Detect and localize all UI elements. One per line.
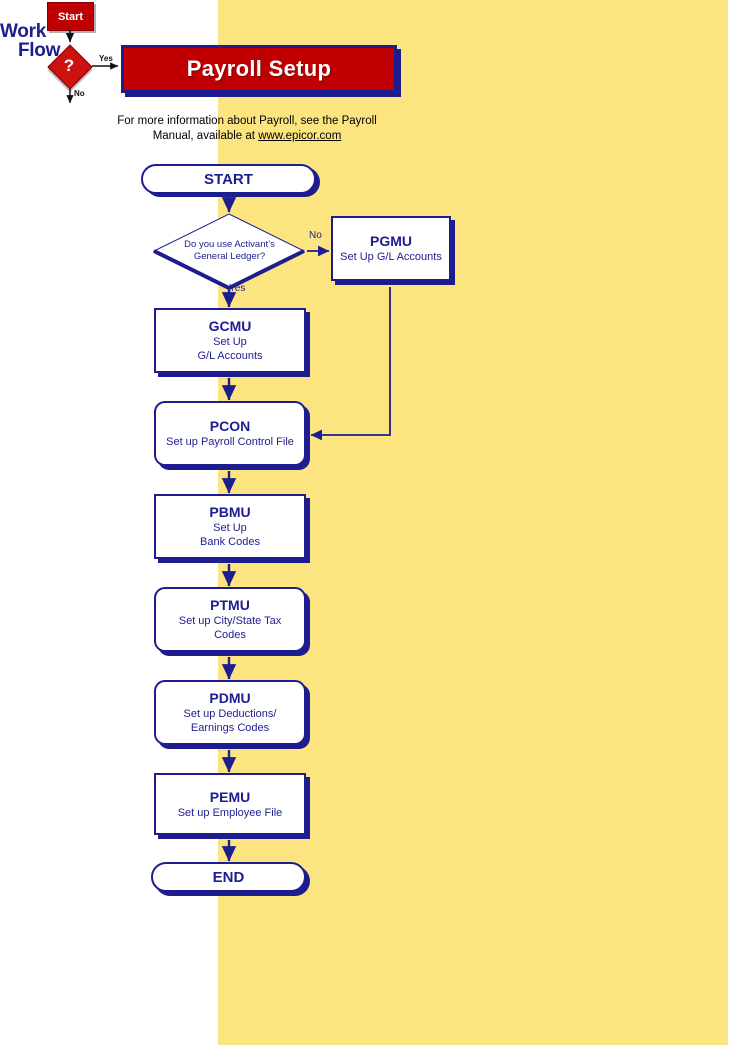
logo-yes-label: Yes — [99, 54, 113, 63]
decision-yes-label: Yes — [229, 283, 246, 294]
workflow-logo-line2: Flow — [18, 40, 61, 61]
workflow-logo-line1: Work — [0, 21, 46, 42]
node-pdmu-desc-0: Set up Deductions/ — [183, 708, 277, 720]
info-note-line2-prefix: Manual, available at — [152, 130, 259, 142]
flow-start-label: START — [204, 170, 253, 188]
node-pbmu-code: PBMU — [209, 504, 251, 520]
flow-start-terminator: START — [141, 164, 316, 194]
logo-no-label: No — [74, 89, 85, 98]
node-pgmu-code: PGMU — [370, 233, 412, 249]
node-pbmu: PBMU Set Up Bank Codes — [154, 494, 306, 559]
node-pgmu: PGMU Set Up G/L Accounts — [331, 216, 451, 281]
node-pemu-desc-0: Set up Employee File — [177, 806, 283, 819]
info-note-line1: For more information about Payroll, see … — [117, 115, 377, 127]
node-gcmu-desc-1: G/L Accounts — [197, 350, 263, 362]
flow-end-label: END — [212, 868, 245, 886]
node-gcmu: GCMU Set Up G/L Accounts — [154, 308, 306, 373]
epicor-link[interactable]: www.epicor.com — [258, 130, 342, 142]
node-pbmu-desc-1: Bank Codes — [200, 536, 260, 548]
node-pdmu-desc-1: Earnings Codes — [190, 722, 270, 734]
node-pemu-code: PEMU — [209, 788, 251, 805]
workflow-logo: Work Flow — [0, 22, 100, 60]
node-gcmu-code: GCMU — [208, 318, 252, 334]
node-pemu: PEMU Set up Employee File — [154, 773, 306, 835]
decision-diamond: Do you use Activant’s General Ledger? — [152, 212, 307, 291]
node-ptmu-code: PTMU — [210, 597, 250, 613]
node-gcmu-desc-0: Set Up — [213, 336, 247, 348]
logo-start-box: Start — [47, 2, 94, 31]
node-pbmu-desc-0: Set Up — [213, 522, 247, 534]
banner-title: Payroll Setup — [186, 56, 332, 81]
node-pdmu: PDMU Set up Deductions/ Earnings Codes — [154, 680, 306, 745]
logo-start-label: Start — [57, 10, 84, 23]
node-pcon: PCON Set up Payroll Control File — [154, 401, 306, 466]
node-pgmu-desc-0: Set Up G/L Accounts — [340, 251, 442, 263]
logo-question-mark: ? — [63, 56, 75, 75]
node-pcon-code: PCON — [209, 418, 251, 434]
flow-end-terminator: END — [151, 862, 306, 892]
node-ptmu-desc-0: Set up City/State Tax — [178, 615, 282, 627]
node-ptmu: PTMU Set up City/State Tax Codes — [154, 587, 306, 652]
node-ptmu-desc-1: Codes — [214, 629, 246, 641]
info-note: For more information about Payroll, see … — [62, 114, 432, 144]
logo-decision-diamond: ? — [47, 44, 93, 90]
payroll-setup-banner: Payroll Setup — [121, 45, 397, 93]
node-pcon-desc-0: Set up Payroll Control File — [166, 436, 294, 448]
decision-no-label: No — [309, 230, 322, 241]
decision-diamond-shape — [152, 213, 306, 291]
node-pdmu-code: PDMU — [209, 690, 251, 706]
